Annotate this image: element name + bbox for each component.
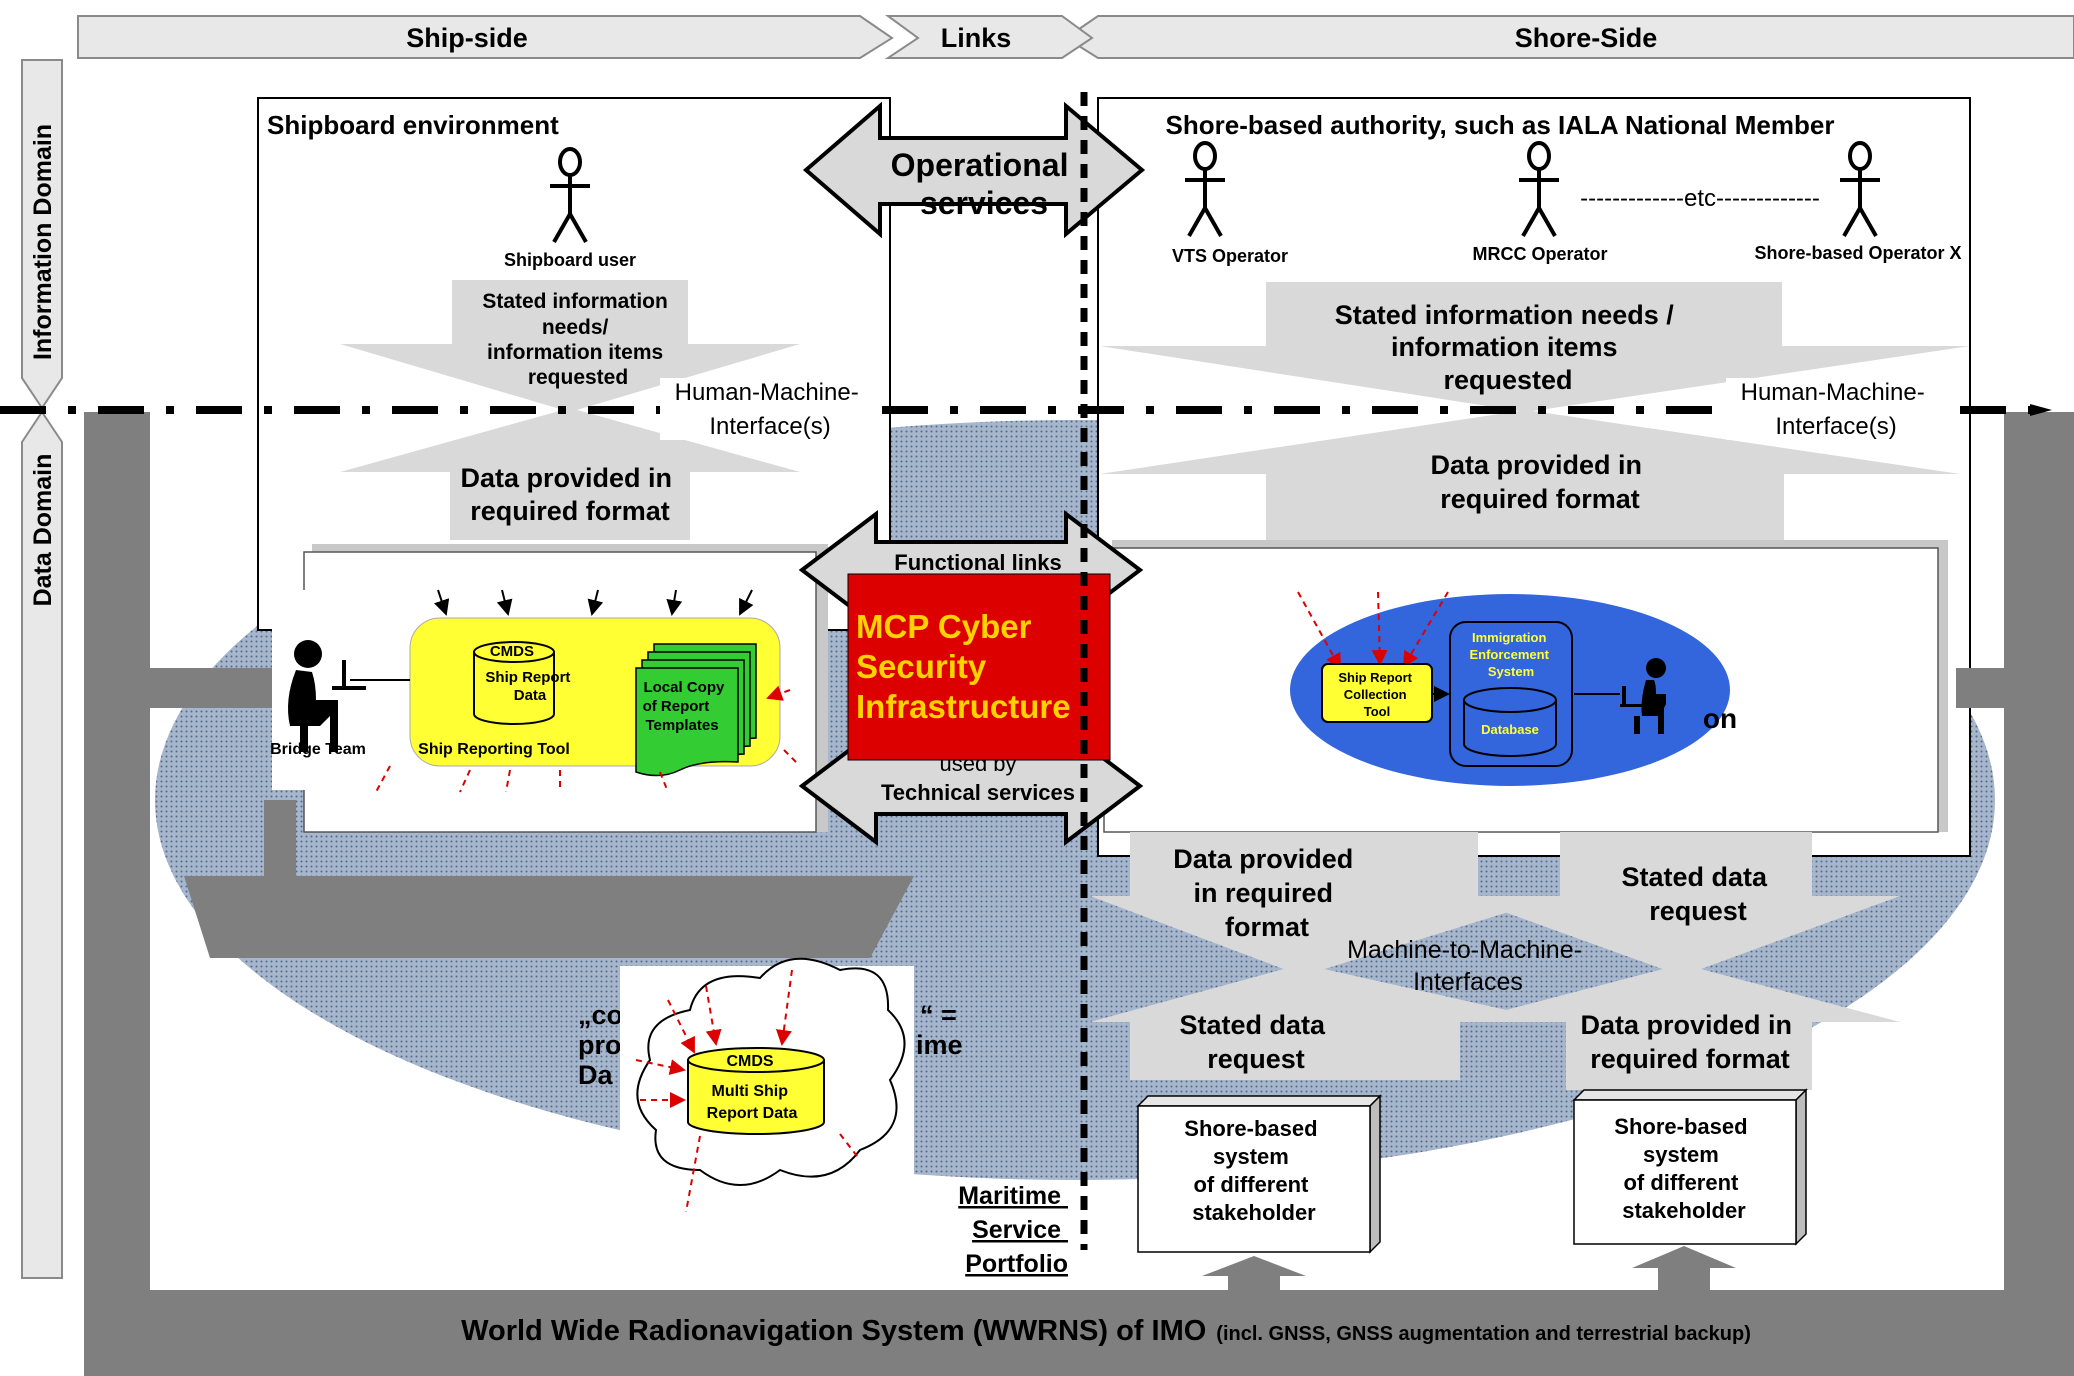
multi-ship-report-text: Multi Ship Report Data [707,1083,798,1122]
m2m-right-bottom-text: Data provided in required format [1580,1010,1799,1074]
red-dashed-lines [1297,591,1449,670]
m2m-stated-request-up-arrow [1090,964,1560,1080]
immigration-system-box [1449,621,1573,767]
bridge-team-label: Bridge Team [270,741,366,758]
shore-side-arrow [1064,15,2074,59]
links-arrow [884,15,1094,59]
shore-authority-title: Shore-based authority, such as IALA Nati… [1166,110,1835,140]
cloud-cmds-label: CMDS [726,1053,773,1070]
m2m-data-provided-down-arrow [1090,832,1560,976]
shore-stub [1956,668,2016,708]
operational-services-arrow [802,101,1146,239]
information-domain-label: Information Domain [29,124,57,360]
ship-side-arrow [77,15,894,59]
red-dashed-lines [375,685,797,793]
input-arrows [433,589,754,616]
immigration-officer-icon [1620,658,1666,734]
m2m-data-provided-up-arrow [1460,964,1900,1090]
person-icon [1185,141,1225,237]
stakeholder-system-box-left [1136,1094,1382,1254]
shipboard-needs-arrow [340,280,800,412]
wwrns-up-arrow-right [1632,1246,1736,1292]
shipboard-hmi-text: Human-Machine- Interface(s) [675,379,866,440]
red-dashed-lines [635,969,861,1213]
ship-hull [184,800,914,958]
shipboard-needs-text: Stated information needs/ information it… [482,290,673,389]
immigration-system-text: Immigration Enforcement System [1469,630,1552,679]
database-icon [1463,687,1557,757]
bridge-team-icon [288,640,366,752]
hmi-label-bg [1726,378,1946,440]
technical-services-text: Technical services [881,780,1075,805]
shipboard-title: Shipboard environment [267,110,559,140]
multi-ship-database-icon [687,1047,825,1135]
domain-bar: Information Domain Data Domain [21,59,63,1279]
ship-reporting-tool-label: Ship Reporting Tool [418,741,570,758]
operator-label-mrcc: MRCC Operator [1472,244,1607,264]
etc-label: -------------etc------------- [1580,185,1820,212]
person-icon [1519,141,1559,237]
stakeholder-right-text: Shore-based system of different stakehol… [1614,1114,1753,1223]
shore-side-label: Shore-Side [1515,23,1658,53]
shore-hmi-text: Human-Machine- Interface(s) [1741,379,1932,440]
report-templates-icon [635,643,757,777]
domain-divider-endcap [2030,404,2052,416]
maritime-service-portfolio-label: Maritime Service Portfolio [958,1182,1068,1278]
stakeholder-left-text: Shore-based system of different stakehol… [1184,1116,1323,1225]
m2m-left-top-text: Data provided in required format [1173,844,1361,942]
m2m-stated-request-down-arrow [1460,832,1900,976]
shipboard-user-label: Shipboard user [504,250,636,270]
shore-data-provided-arrow [1100,410,1960,540]
local-copy-text: Local Copy of Report Templates [643,679,729,734]
partial-label-on: on [1703,703,1737,734]
person-icon [550,147,590,243]
shore-needs-text: Stated information needs / information i… [1335,300,1682,395]
information-domain-arrow [21,59,63,410]
stakeholder-system-box-right [1572,1088,1808,1246]
links-label: Links [941,23,1012,53]
operational-services-text: Operational services [891,147,1078,221]
cmds-database-icon [473,641,555,725]
wwrns-label: World Wide Radionavigation System (WWRNS… [461,1315,1751,1347]
shipboard-data-provided-text: Data provided in required format [460,463,679,526]
collection-tool-text: Ship Report Collection Tool [1338,670,1415,719]
m2m-right-top-text: Stated data request [1621,862,1774,926]
shore-data-provided-text: Data provided in required format [1430,450,1649,514]
cloud-partial-text: „co “ = pro ime Da [578,1000,970,1090]
database-label: Database [1481,722,1539,737]
mcp-infrastructure-box [847,573,1111,761]
operator-label-x: Shore-based Operator X [1754,243,1961,263]
data-domain-arrow [21,410,63,1279]
operator-label-vts: VTS Operator [1172,246,1288,266]
person-icon [1840,141,1880,237]
mcp-infrastructure-text: MCP Cyber Security Infrastructure [856,608,1071,725]
m2m-interfaces-label: Machine-to-Machine- Interfaces [1347,936,1589,996]
shipboard-data-provided-arrow [340,408,800,540]
shore-needs-arrow [1100,282,1970,412]
ship-side-label: Ship-side [406,23,528,53]
wwrns-up-arrow-left [1202,1256,1306,1292]
cmds-ship-report-text: CMDS Ship Report Data [485,643,574,704]
data-domain-label: Data Domain [29,454,57,607]
functional-links-text: Functional links [894,550,1061,575]
hmi-label-bg [660,378,880,440]
header-band: Ship-side Links Shore-Side [77,15,2074,59]
m2m-left-bottom-text: Stated data request [1179,1010,1332,1074]
